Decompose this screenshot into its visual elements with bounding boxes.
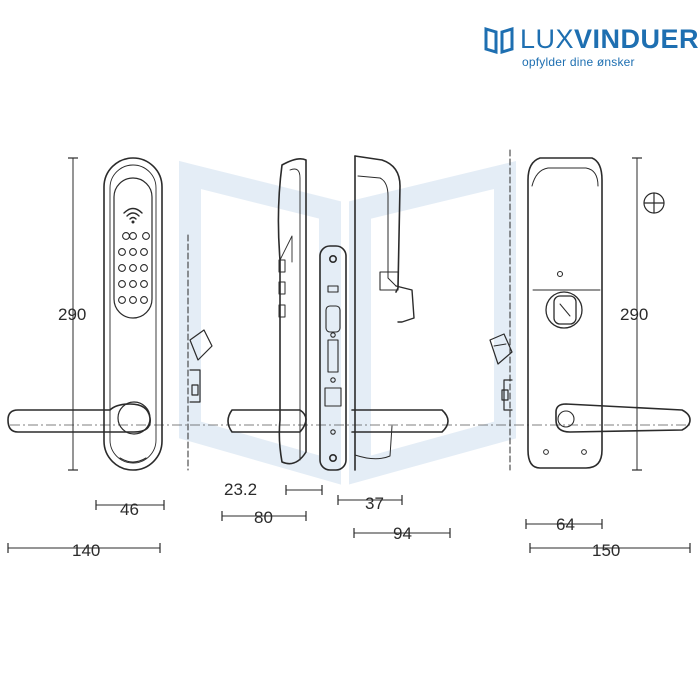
dim-side-width: 80 — [254, 508, 273, 527]
inner-handle-side — [351, 409, 449, 433]
side-handle — [227, 409, 307, 433]
brand-tagline: opfylder dine ønsker — [522, 55, 635, 69]
back-handle — [555, 403, 691, 433]
dim-height-left: 290 — [58, 305, 87, 324]
brand-logo: LUXVINDUER opfylder dine ønsker — [484, 22, 699, 72]
wifi-icon — [123, 207, 143, 224]
side-view — [227, 158, 307, 465]
dim-back-width: 64 — [556, 515, 575, 534]
keypad-buttons — [118, 232, 150, 304]
dim-overall-width-left: 140 — [72, 541, 101, 560]
front-view — [7, 157, 163, 471]
latch-bolt-left — [189, 329, 213, 403]
front-escutcheon — [103, 157, 163, 471]
dim-side-depth: 23.2 — [224, 480, 258, 499]
thumb-turn — [545, 291, 583, 329]
brand-name-light: LUX — [520, 24, 575, 54]
dim-overall-width-right: 150 — [592, 541, 621, 560]
dim-height-right: 290 — [620, 305, 649, 324]
dim-front-width: 46 — [120, 500, 139, 519]
back-escutcheon — [527, 157, 603, 469]
front-handle — [7, 403, 151, 433]
brand-name: LUXVINDUER — [520, 24, 699, 54]
dim-strike-offset: 37 — [365, 494, 384, 513]
background-watermark — [179, 160, 516, 485]
inner-side-view — [351, 155, 449, 471]
back-view — [527, 157, 691, 469]
dim-back-depth: 94 — [393, 524, 412, 543]
deadbolt — [395, 285, 415, 323]
dimension-lines — [7, 157, 691, 553]
keypad-panel — [113, 177, 153, 319]
registration-mark — [643, 192, 665, 214]
brand-name-bold: VINDUER — [574, 24, 700, 54]
window-frame-icon — [484, 26, 514, 54]
side-profile — [277, 158, 307, 465]
latch-bolt-right — [489, 333, 513, 411]
mortise-faceplate — [319, 245, 347, 471]
